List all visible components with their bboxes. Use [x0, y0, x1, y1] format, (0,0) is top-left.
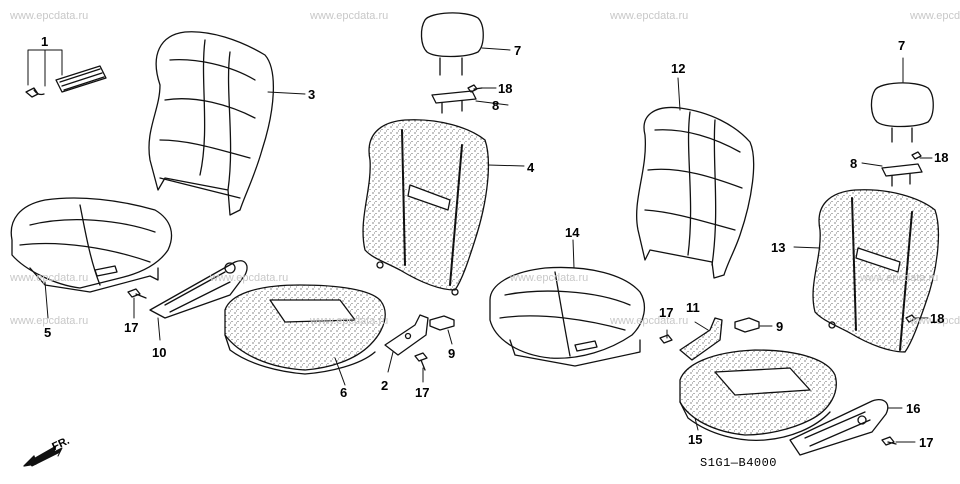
callout-11: 11 — [686, 300, 700, 315]
callout-16: 16 — [906, 401, 921, 416]
callout-7: 7 — [898, 38, 906, 53]
callout-9: 9 — [776, 319, 784, 334]
watermark: www.epcdata.ru — [310, 10, 389, 22]
callout-17: 17 — [415, 385, 430, 400]
watermark: www.epcdata.ru — [860, 272, 939, 284]
callout-17: 17 — [919, 435, 934, 450]
diagram-code: S1G1—B4000 — [700, 456, 778, 470]
watermark: www.epcdata.ru — [310, 315, 389, 327]
callout-17: 17 — [124, 320, 139, 335]
watermark: www.epcdata.ru — [910, 10, 960, 22]
callout-15: 15 — [688, 432, 703, 447]
callout-2: 2 — [381, 378, 389, 393]
callout-8: 8 — [850, 156, 858, 171]
part-9-cap-right — [734, 317, 760, 333]
part-17-bolt-right-mid — [659, 334, 673, 344]
callout-4: 4 — [527, 160, 535, 175]
part-18-screw-center — [467, 84, 483, 93]
callout-1: 1 — [41, 34, 49, 49]
watermark: www.epcdata.ru — [10, 315, 89, 327]
part-7-headrest-right — [870, 82, 934, 143]
callout-7: 7 — [514, 43, 522, 58]
callout-12: 12 — [671, 61, 686, 76]
part-12-seatback-cover — [636, 106, 755, 279]
part-1-clip-strap — [25, 65, 107, 98]
callout-6: 6 — [340, 385, 348, 400]
watermark: www.epcdata.ru — [10, 272, 89, 284]
watermark: www.epcdata.ru — [610, 315, 689, 327]
part-11-bracket — [679, 317, 723, 361]
part-13-seatback-pad — [812, 189, 940, 353]
watermark: www.epcdata.ru — [910, 315, 960, 327]
watermark: www.epcdata.ru — [210, 272, 289, 284]
part-15-seat-cushion-pad — [679, 349, 837, 441]
callout-3: 3 — [308, 87, 316, 102]
part-6-seat-cushion-pad — [224, 284, 386, 375]
part-16-side-cover — [789, 399, 889, 456]
part-10-side-cover — [149, 260, 248, 319]
part-8-guide-center — [431, 90, 477, 114]
part-17-bolt-right — [881, 436, 897, 446]
callout-18: 18 — [934, 150, 949, 165]
part-14-seat-cushion-cover — [489, 266, 646, 367]
callout-17: 17 — [659, 305, 674, 320]
part-18-screw-right — [911, 151, 922, 160]
watermark: www.epcdata.ru — [610, 10, 689, 22]
part-9-cap-center — [429, 315, 455, 331]
part-5-seat-cushion-cover — [10, 197, 173, 293]
part-3-seatback-cover — [148, 31, 275, 216]
callout-5: 5 — [44, 325, 52, 340]
part-4-seatback-pad — [362, 119, 490, 296]
front-direction-arrow-icon — [23, 445, 63, 467]
part-2-bracket — [384, 314, 429, 356]
part-17-bolt-center — [414, 352, 428, 371]
callout-13: 13 — [771, 240, 786, 255]
callout-10: 10 — [152, 345, 167, 360]
watermark: www.epcdata.ru — [10, 10, 89, 22]
part-8-guide-right — [881, 163, 923, 187]
callout-18: 18 — [498, 81, 513, 96]
part-17-bolt-left — [127, 288, 147, 299]
watermark: www.epcdata.ru — [510, 272, 589, 284]
callout-8: 8 — [492, 98, 500, 113]
callout-9: 9 — [448, 346, 456, 361]
callout-18: 18 — [930, 311, 945, 326]
part-7-headrest-center — [420, 12, 484, 76]
callout-14: 14 — [565, 225, 580, 240]
